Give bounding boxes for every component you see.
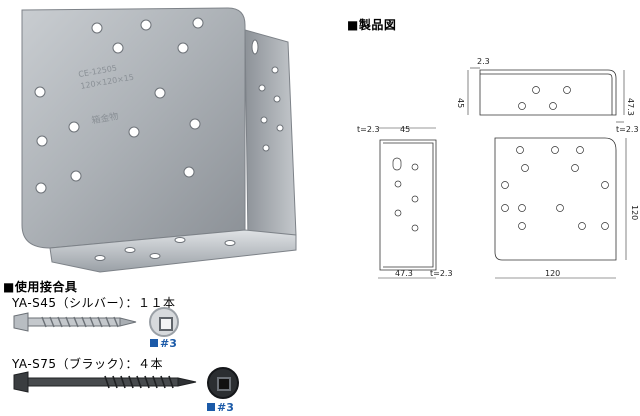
screw-silver-head <box>149 307 179 337</box>
screw-silver-image <box>13 312 137 332</box>
dim-top-t: 2.3 <box>477 57 490 66</box>
dim-top-r: 47.3 <box>626 98 635 116</box>
square-drive-icon <box>217 377 231 391</box>
dim-top-tb: t=2.3 <box>616 125 639 134</box>
product-drawing-title: ■製品図 <box>347 18 397 32</box>
dim-side-w: 45 <box>400 125 410 134</box>
product-photo: CE-12505 120×120×15 箱金物 <box>21 7 297 273</box>
screws-title: ■使用接合具 <box>3 280 78 294</box>
dim-front-w: 120 <box>545 269 560 278</box>
square-drive-icon <box>159 317 173 331</box>
screw-1-label: YA-S45（シルバー）：１１本 <box>12 296 176 310</box>
dim-front-h: 120 <box>630 205 639 220</box>
dim-top-h: 45 <box>456 98 465 108</box>
dim-side-b: 47.3 <box>395 269 413 278</box>
dim-side-t: t=2.3 <box>357 125 380 134</box>
dim-side-tb: t=2.3 <box>430 269 453 278</box>
drive-tag-1: #3 <box>150 337 177 350</box>
technical-drawing: 2.3 45 47.3 t=2.3 t=2.3 45 47.3 t=2.3 12… <box>357 57 639 279</box>
drive-tag-2: #3 <box>207 401 234 414</box>
screw-black-head <box>207 367 239 399</box>
screw-2-label: YA-S75（ブラック）：４本 <box>12 357 164 371</box>
screw-black-image <box>13 371 197 393</box>
